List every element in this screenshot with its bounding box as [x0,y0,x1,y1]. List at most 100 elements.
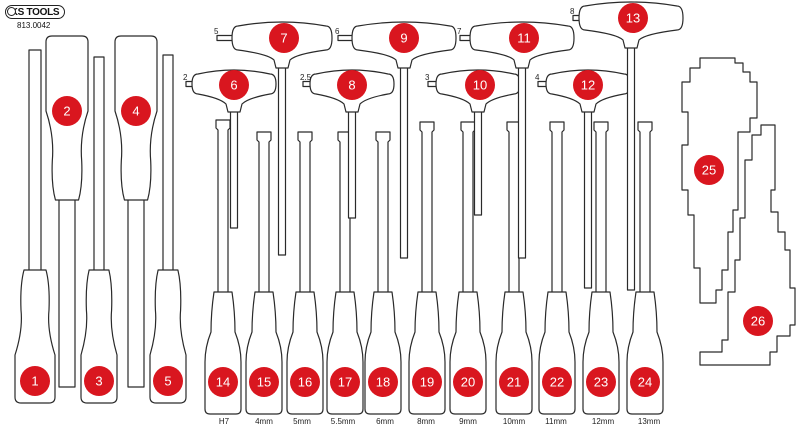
badge-circle [20,366,50,396]
badge-number: 5 [164,374,171,389]
badge-3: 3 [84,366,114,396]
badge-circle [219,70,249,100]
badge-number: 26 [751,314,765,329]
badge-circle [84,366,114,396]
size-label-10: 3 [425,73,430,82]
size-label-19: 8mm [417,417,435,425]
shaft [593,121,609,301]
outline [699,124,796,366]
badge-number: 15 [257,375,271,390]
badge-circle [694,155,724,185]
badge-number: 24 [638,375,652,390]
handle [14,269,56,404]
badge-number: 6 [230,78,237,93]
shaft [583,93,593,289]
badge-circle [52,96,82,126]
shaft [58,189,76,388]
badge-25: 25 [694,155,724,185]
badge-number: 25 [702,163,716,178]
size-label-22: 11mm [545,417,567,425]
badge-number: 12 [581,78,595,93]
badge-circle [249,367,279,397]
badge-23: 23 [586,367,616,397]
badge-16: 16 [290,367,320,397]
badge-circle [465,70,495,100]
badge-number: 21 [507,375,521,390]
badge-circle [121,96,151,126]
badge-number: 13 [626,11,640,26]
badge-number: 10 [473,78,487,93]
badge-6: 6 [219,70,249,100]
badge-circle [453,367,483,397]
badge-5: 5 [153,366,183,396]
size-label-15: 4mm [255,417,273,425]
badge-circle [743,306,773,336]
badge-circle [509,23,539,53]
shaft [626,29,636,291]
shaft [162,54,174,281]
shaft [28,49,42,281]
badge-14: 14 [208,367,238,397]
badge-number: 14 [216,375,230,390]
badge-26: 26 [743,306,773,336]
badge-number: 4 [132,104,139,119]
size-label-14: H7 [219,417,230,425]
badge-10: 10 [465,70,495,100]
size-label-9: 6 [335,27,340,36]
badge-number: 19 [420,375,434,390]
badge-circle [153,366,183,396]
badge-11: 11 [509,23,539,53]
shaft [549,121,565,301]
badge-number: 3 [95,374,102,389]
badge-circle [499,367,529,397]
badge-circle [269,23,299,53]
badge-number: 18 [376,375,390,390]
badge-circle [618,3,648,33]
size-label-23: 12mm [592,417,615,425]
badge-circle [290,367,320,397]
badge-number: 2 [63,104,70,119]
badge-9: 9 [389,23,419,53]
badge-17: 17 [330,367,360,397]
badge-4: 4 [121,96,151,126]
badge-20: 20 [453,367,483,397]
shaft [127,189,145,388]
shaft [93,56,105,281]
tool-2 [45,35,89,388]
tool-26 [699,124,796,366]
size-label-18: 6mm [376,417,394,425]
size-label-8: 2.5 [300,73,312,82]
badge-number: 11 [517,31,531,46]
size-label-16: 5mm [293,417,311,425]
badge-circle [412,367,442,397]
badge-number: 17 [338,375,352,390]
badge-number: 1 [31,374,38,389]
badge-8: 8 [337,70,367,100]
size-label-24: 13mm [638,417,661,425]
size-label-12: 4 [535,73,540,82]
badge-12: 12 [573,70,603,100]
brand-logo: KS TOOLS [5,5,65,19]
size-label-21: 10mm [503,417,526,425]
shaft [297,131,313,301]
badge-circle [337,70,367,100]
shaft [399,49,409,259]
shaft [229,93,239,229]
badge-circle [330,367,360,397]
badge-circle [389,23,419,53]
badge-13: 13 [618,3,648,33]
badge-circle [630,367,660,397]
badge-number: 23 [594,375,608,390]
badge-number: 22 [550,375,564,390]
shaft [277,49,287,256]
size-label-7: 5 [214,27,219,36]
size-label-6: 2 [183,73,188,82]
badge-15: 15 [249,367,279,397]
shaft [517,49,527,259]
badge-22: 22 [542,367,572,397]
badge-circle [368,367,398,397]
size-label-11: 7 [457,27,462,36]
shaft [215,119,231,301]
